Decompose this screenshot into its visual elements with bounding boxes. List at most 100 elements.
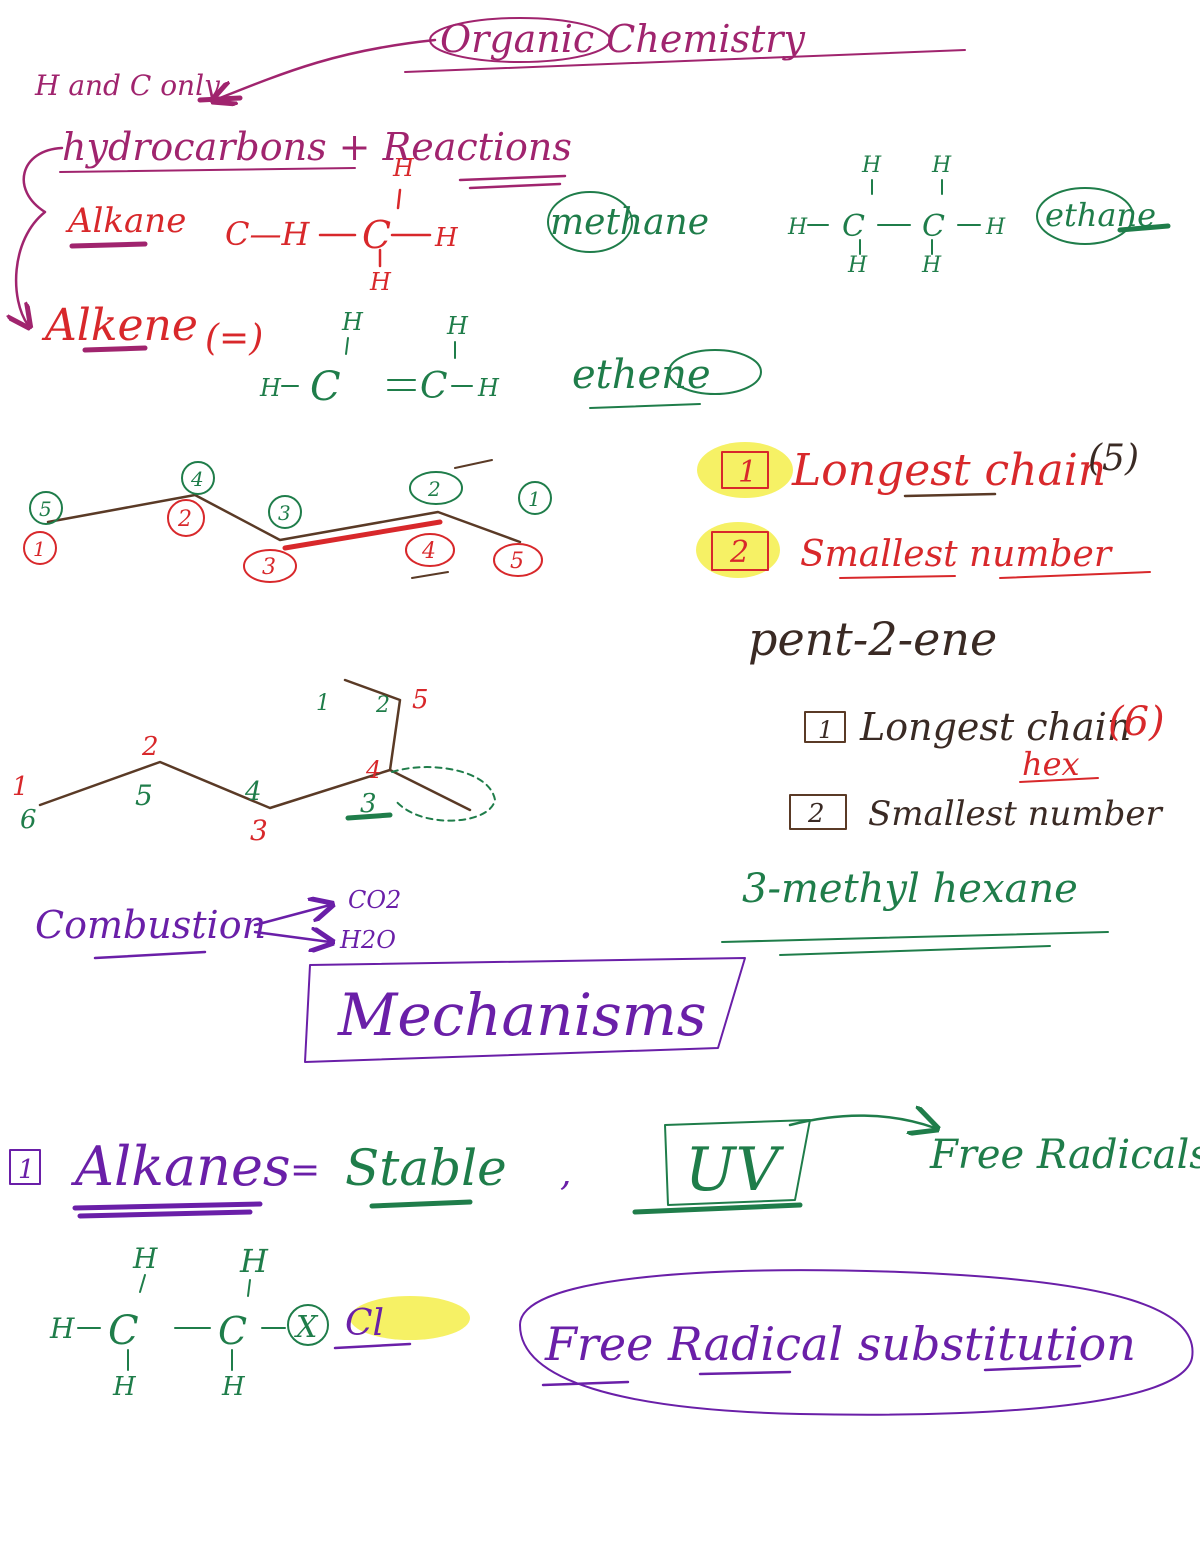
topic-underline [59, 167, 356, 173]
alkane-label: Alkane [65, 201, 186, 241]
combustion-h2o: H2O [339, 926, 396, 954]
rule2-1-number: 1 [818, 716, 833, 744]
chlorine-highlight [350, 1296, 470, 1340]
ethane-c1: C [842, 209, 865, 244]
chlorine-atom: Cl [345, 1303, 384, 1344]
pentene-red-4: 4 [421, 539, 436, 564]
ethane-c2: C [922, 209, 945, 244]
ethene-h-left: H [259, 374, 282, 402]
ethene-structure: H C H C H H [259, 308, 500, 410]
pentene-diagram: 5 4 3 2 1 1 2 3 4 5 [23, 459, 552, 583]
frs-callout: Free Radical substitution [519, 1269, 1194, 1416]
hexane-green-1: 1 [316, 691, 330, 716]
uv-box [664, 1119, 811, 1206]
frs-oval [519, 1269, 1194, 1416]
hexane-underline [345, 812, 393, 821]
uv-underline [632, 1202, 803, 1215]
frs-underlines [541, 1364, 1082, 1387]
topic-heading: hydrocarbons + Reactions [62, 125, 572, 169]
ethene-h2-top: H [446, 312, 469, 340]
ethene-double-bond [387, 379, 416, 391]
pentene-red-1: 1 [33, 537, 46, 561]
branch-arrow [16, 146, 64, 325]
page-title: Organic Chemistry [440, 17, 805, 61]
mechanisms-title: Mechanisms [337, 981, 707, 1049]
rule2-2-box [789, 794, 847, 830]
hexane-green-6: 6 [20, 805, 37, 835]
free-radicals: Free Radicals [929, 1132, 1200, 1178]
methane-name: methane [550, 202, 709, 243]
uv-arrow [788, 1116, 935, 1128]
hexane-diagram: 1 2 3 4 5 6 5 4 3 2 1 [12, 678, 496, 847]
rule1-box [721, 451, 769, 489]
chloro-c1: C [108, 1308, 139, 1354]
ethane-underline [1117, 223, 1171, 233]
hexane-branch [343, 678, 402, 772]
stable-word: Stable [345, 1139, 507, 1197]
page-header: Organic Chemistry H and C only hydrocarb… [16, 17, 966, 325]
equals-sign: = [290, 1150, 320, 1191]
pentene-red-5: 5 [510, 549, 524, 574]
rule2-number: 2 [729, 535, 749, 570]
ethane-h2-top: H [931, 153, 952, 178]
ethene-c2: C [420, 366, 448, 407]
alkane-section: Alkane C—H H C H H methane H C H H C H [65, 153, 1171, 296]
rule2-1-count: (6) [1108, 699, 1165, 745]
combustion-arrow-co2 [253, 905, 330, 927]
pentene-tick-marks [411, 459, 493, 579]
frs-text: Free Radical substitution [544, 1317, 1136, 1371]
ethane-h-right: H [985, 215, 1006, 240]
hexane-result-underline [721, 931, 1109, 956]
hexane-green-3: 3 [360, 789, 377, 819]
pentene-green-numbering: 5 4 3 2 1 [29, 461, 552, 529]
pentene-red-2: 2 [177, 507, 192, 532]
rule2-box [711, 531, 769, 571]
combustion-label: Combustion [35, 903, 266, 947]
pentene-green-1: 1 [528, 487, 541, 511]
scope-note: H and C only [34, 69, 221, 102]
point1-number: 1 [18, 1155, 35, 1185]
title-arrow [215, 38, 437, 100]
ethane-h2-bottom: H [921, 253, 942, 278]
alkane-underline [69, 241, 148, 249]
ethene-underline [589, 403, 701, 409]
ethene-bond-c1-top [345, 337, 349, 355]
methane-circle [547, 191, 633, 253]
hexane-chain [38, 760, 472, 812]
rule1-text: Longest chain [791, 445, 1106, 496]
combustion-underline [93, 950, 207, 960]
hexane-red-5: 5 [412, 685, 429, 715]
substituted-h-circle [287, 1304, 329, 1346]
chloro-h-left: H [49, 1312, 75, 1345]
rule2-underline [839, 571, 1151, 579]
ethene-name: ethene [572, 352, 711, 398]
chloro-h2-bottom: H [221, 1372, 246, 1402]
chloro-h1-bottom: H [112, 1372, 137, 1402]
methane-bond-top [396, 188, 402, 210]
rule1-number: 1 [738, 455, 757, 490]
alkanes-underline [72, 1201, 263, 1219]
rule2-2-text: Smallest number [868, 794, 1164, 834]
pentene-result: pent-2-ene [748, 612, 997, 666]
rule2-text: Smallest number [800, 534, 1113, 575]
combustion-arrow-h2o [253, 932, 330, 942]
naming-rules-2: 1 Longest chain (6) hex 2 Smallest numbe… [721, 699, 1165, 956]
pentene-green-4: 4 [190, 467, 204, 491]
alkene-underline [82, 345, 148, 353]
rule1-count: (5) [1088, 438, 1139, 479]
hexane-red-numbering: 1 2 3 4 5 [12, 685, 429, 847]
rule2-1-box [804, 711, 846, 743]
rule2-1-hint: hex [1022, 745, 1080, 783]
ethane-structure: H C H H C H H H [787, 153, 1006, 278]
hexane-red-1: 1 [12, 772, 29, 802]
hexane-green-4: 4 [244, 777, 262, 807]
uv-label: UV [685, 1135, 785, 1205]
rule2-2-number: 2 [807, 799, 825, 829]
alkane-bond: C—H [225, 215, 310, 253]
alkene-section: Alkene (=) H C H C H H ethene [41, 300, 762, 410]
mechanism-point-1: 1 Alkanes = Stable , UV Free Radicals [9, 1116, 1200, 1219]
pentene-green-2: 2 [427, 477, 441, 501]
methane-h-bottom: H [369, 268, 392, 296]
hexane-green-2: 2 [375, 693, 390, 718]
